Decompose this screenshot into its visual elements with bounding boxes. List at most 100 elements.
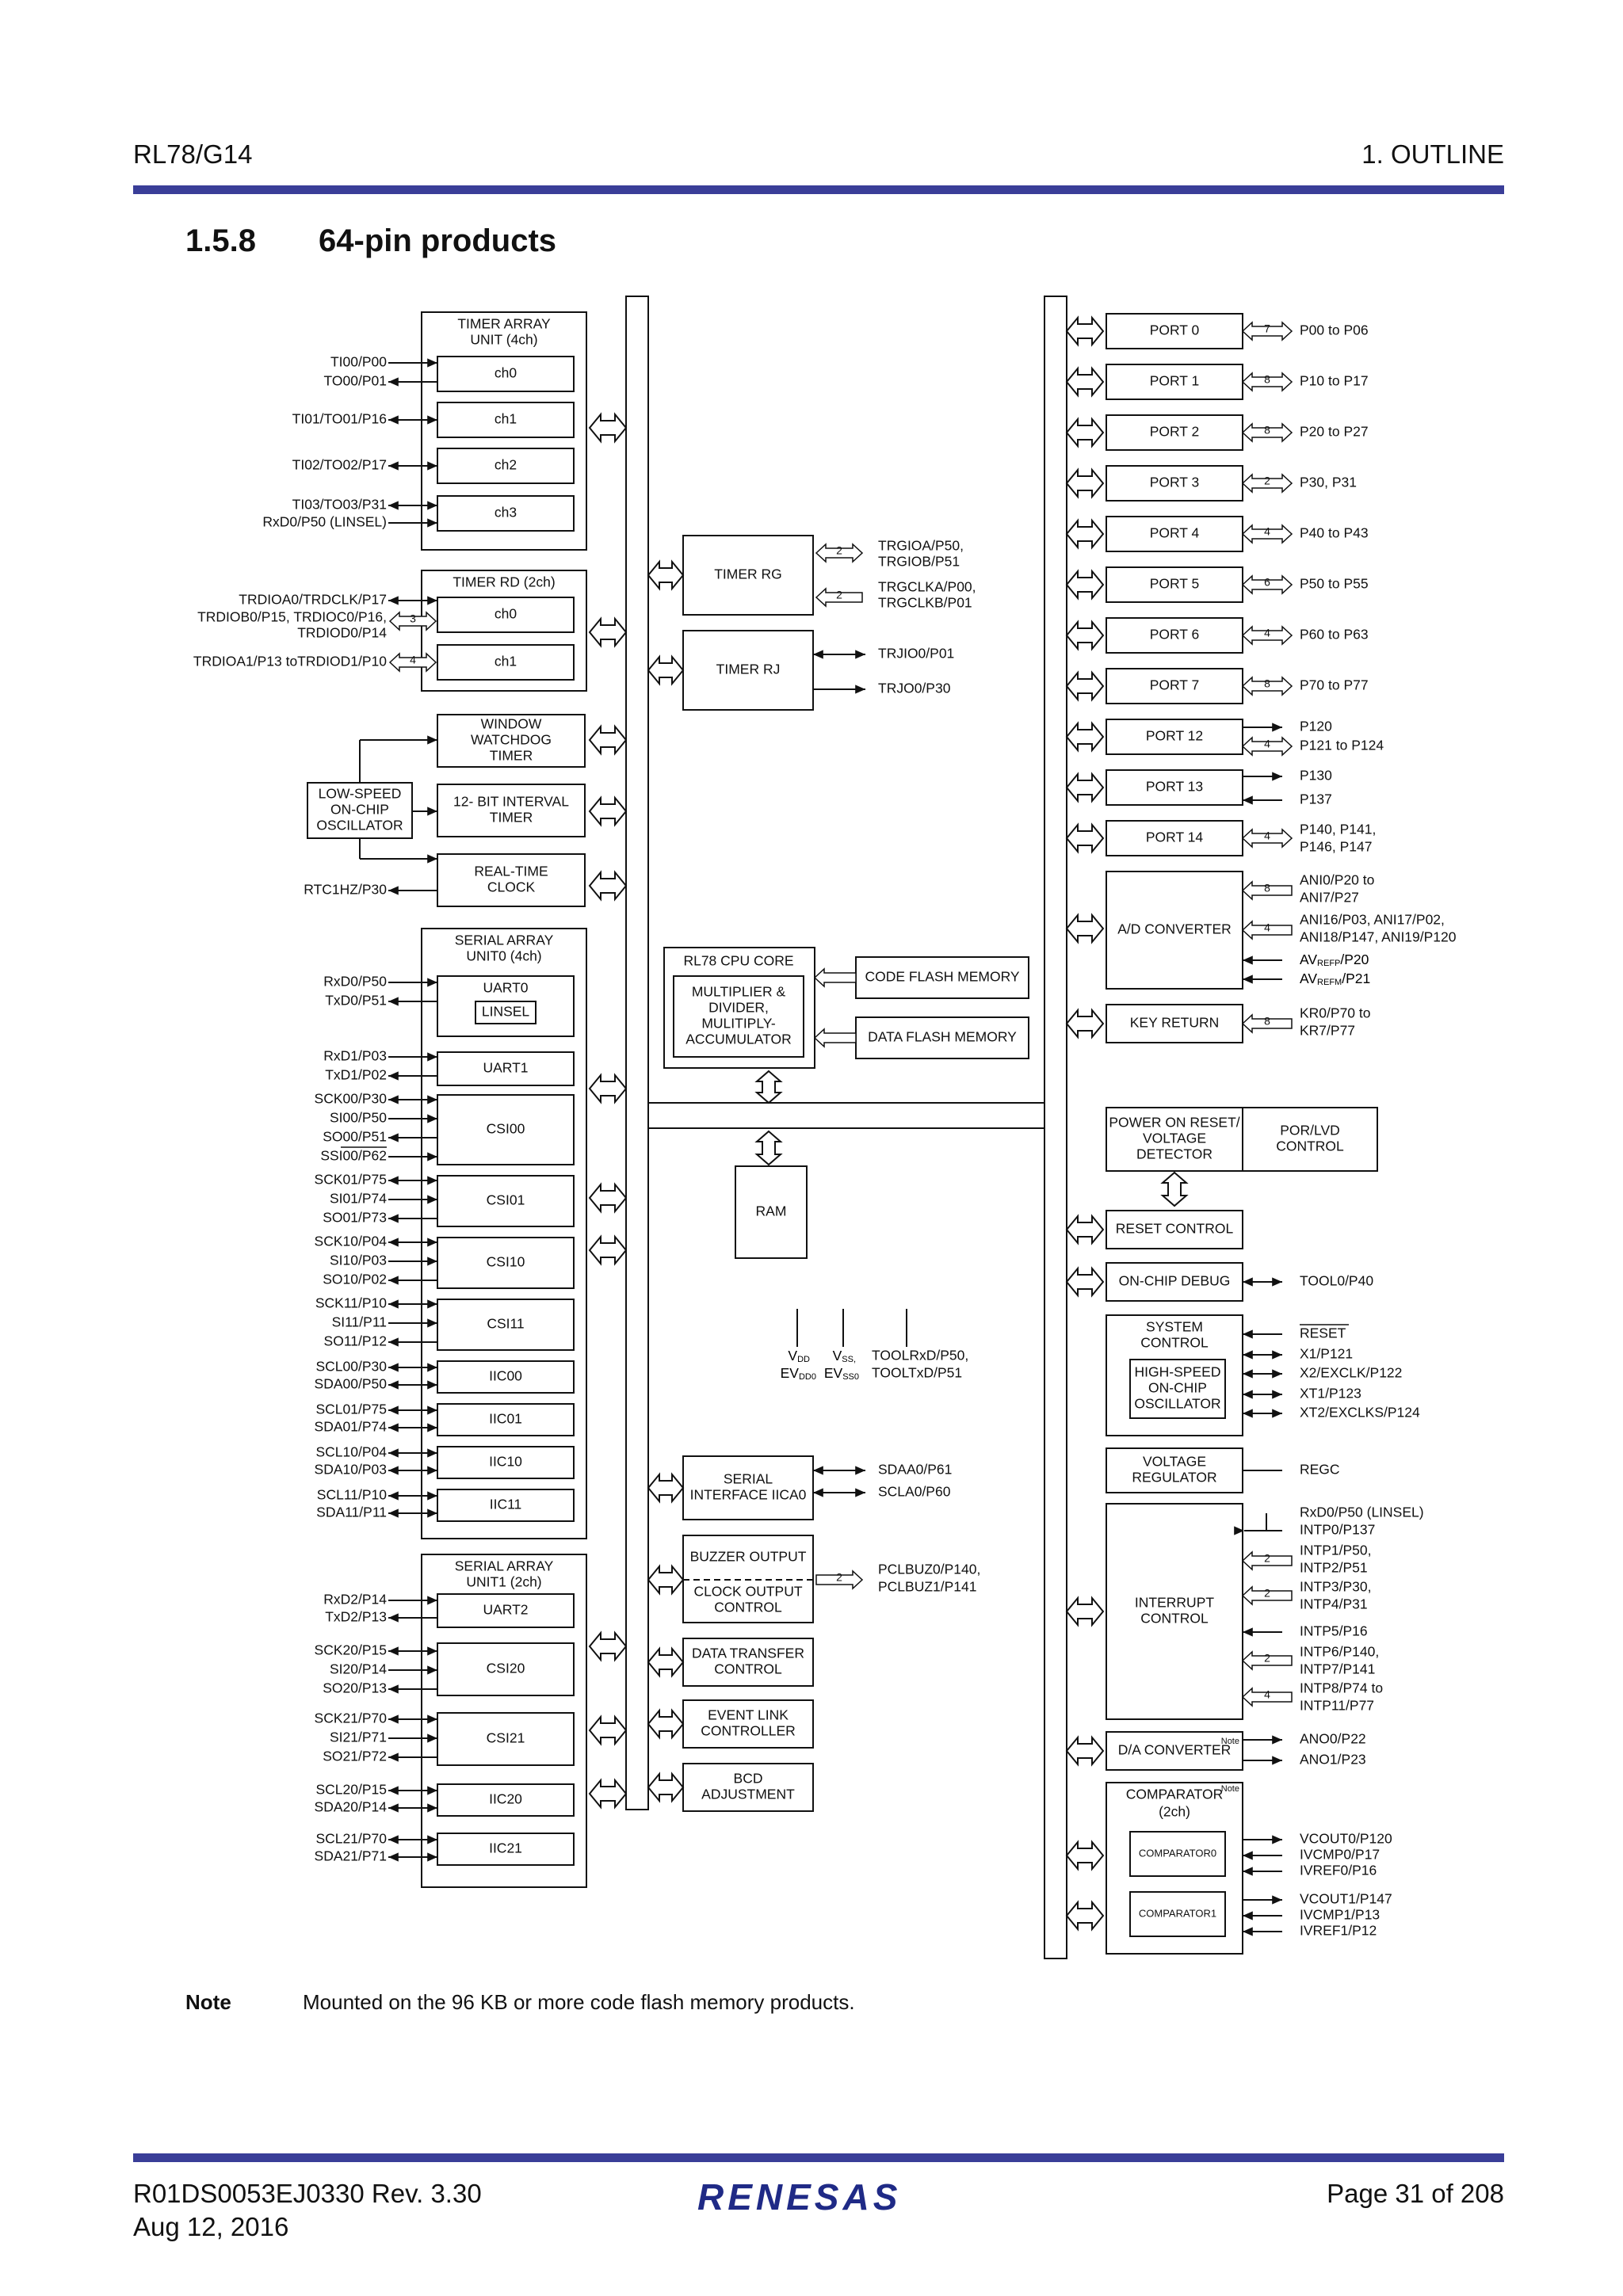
- power-pin: VDD: [788, 1348, 810, 1364]
- left-pin-uart2-0: RxD2/P14: [323, 1592, 387, 1608]
- real-time-clock: [437, 853, 586, 907]
- bus-connector: [1065, 772, 1105, 803]
- tau-ch1: [437, 402, 575, 438]
- arrow-head: [1272, 1835, 1282, 1844]
- uart2-label: UART2: [483, 1602, 528, 1618]
- bus-width: 2: [836, 589, 842, 601]
- arrow-head: [388, 1613, 399, 1623]
- reset-control: [1106, 1210, 1243, 1249]
- arrow-head: [388, 1852, 399, 1862]
- iic20: [437, 1783, 575, 1817]
- trd-ch1-label: ch1: [495, 654, 517, 669]
- event-link-controller-label: EVENT LINK: [708, 1707, 789, 1723]
- da-converter-label: D/A CONVERTER: [1118, 1742, 1232, 1758]
- left-pin-iic21-1: SDA21/P71: [315, 1848, 387, 1864]
- arrow-head: [388, 1491, 399, 1501]
- comp1-pin: IVCMP1/P13: [1300, 1907, 1380, 1923]
- port0-pins: P00 to P06: [1300, 322, 1369, 338]
- bus-connector: [1065, 1214, 1105, 1245]
- rj-pin: TRJIO0/P01: [878, 646, 954, 662]
- left-pin-csi00-1: SI00/P50: [330, 1110, 387, 1126]
- watchdog-timer-label: TIMER: [490, 748, 533, 764]
- iic20-label: IIC20: [489, 1791, 522, 1807]
- buzzer-label: BUZZER OUTPUT: [690, 1549, 807, 1565]
- left-pin-uart1-0: RxD1/P03: [323, 1048, 387, 1064]
- port12-pins: P120: [1300, 719, 1332, 734]
- bus-connector: [1065, 822, 1105, 854]
- arrow-head: [1272, 1369, 1282, 1379]
- csi11: [437, 1299, 575, 1351]
- power-pin: VSS,: [833, 1348, 856, 1364]
- bus-arrow: [815, 1569, 864, 1590]
- left-pin-iic20-0: SCL20/P15: [315, 1782, 387, 1798]
- port13-pins: P137: [1300, 791, 1332, 807]
- reset-control-label: RESET CONTROL: [1116, 1221, 1234, 1237]
- rg-pin: TRGIOA/P50,: [878, 538, 964, 554]
- low-speed-oscillator: [307, 782, 413, 839]
- arrow-head: [427, 1052, 437, 1062]
- port6-pins: P60 to P63: [1300, 627, 1369, 643]
- left-pin-trd0-2: TRDIOD0/P14: [297, 625, 387, 641]
- port3-label: PORT 3: [1150, 475, 1200, 490]
- multiplier-divider-label: DIVIDER,: [708, 1000, 769, 1016]
- csi01-label: CSI01: [487, 1192, 525, 1208]
- bus-width: 8: [1264, 677, 1270, 690]
- arrow-head: [1243, 1329, 1253, 1339]
- iic10-label: IIC10: [489, 1454, 522, 1470]
- arrow-head: [427, 518, 437, 528]
- arrow-head: [1243, 1867, 1253, 1876]
- interrupt-control-label: INTERRUPT: [1135, 1595, 1214, 1611]
- bus-connector: [1160, 1171, 1189, 1207]
- intp-pin: RxD0/P50 (LINSEL): [1300, 1505, 1424, 1520]
- ocd-pin: TOOL0/P40: [1300, 1273, 1373, 1289]
- page-number: Page 31 of 208: [1327, 2179, 1504, 2208]
- bus-connector: [1065, 366, 1105, 398]
- bus-arrow: [1241, 574, 1293, 595]
- port12-label: PORT 12: [1146, 728, 1203, 744]
- arrow-head: [427, 1852, 437, 1862]
- port5: [1106, 566, 1243, 603]
- left-pin-tau1-0: TI01/TO01/P16: [292, 411, 387, 427]
- arrow-head: [388, 501, 399, 510]
- port2: [1106, 414, 1243, 451]
- csi10: [437, 1237, 575, 1289]
- dac-pin: ANO1/P23: [1300, 1752, 1366, 1768]
- arrow-head: [1243, 1911, 1253, 1920]
- rg-pin: TRGCLKA/P00,: [878, 579, 976, 595]
- left-pin-csi01-1: SI01/P74: [330, 1191, 387, 1207]
- sys-pin-3: XT1/P123: [1300, 1386, 1361, 1402]
- arrow-head: [427, 1448, 437, 1458]
- rg-pin: TRGIOB/P51: [878, 554, 960, 570]
- arrow-head: [813, 1466, 823, 1475]
- left-pin-csi00-2: SO00/P51: [323, 1129, 387, 1145]
- bus-width: 2: [1264, 1587, 1270, 1600]
- left-pin-iic11-1: SDA11/P11: [316, 1505, 387, 1520]
- bus-connector: [588, 795, 628, 827]
- voltage-regulator-label: VOLTAGE: [1143, 1454, 1206, 1470]
- arrow-head: [427, 1835, 437, 1844]
- power-on-reset-label: POWER ON RESET/: [1109, 1115, 1239, 1131]
- arrow-head: [427, 1299, 437, 1309]
- document-product-name: RL78/G14: [133, 139, 253, 169]
- renesas-logo: RENESAS: [697, 2176, 902, 2218]
- comp0-pin: VCOUT0/P120: [1300, 1831, 1392, 1847]
- multiplier-divider: [673, 975, 804, 1058]
- port2-pins: P20 to P27: [1300, 424, 1369, 440]
- bus-connector: [1065, 1008, 1105, 1039]
- csi01: [437, 1175, 575, 1227]
- power-pin: EVDD0: [781, 1365, 816, 1382]
- csi10-label: CSI10: [487, 1254, 525, 1270]
- arrow-head: [388, 1238, 399, 1247]
- bus-connector: [588, 1182, 628, 1214]
- port7-pins: P70 to P77: [1300, 677, 1369, 693]
- timer-rg: [682, 535, 814, 616]
- bus-width: 2: [1264, 475, 1270, 487]
- comp1-pin: IVREF1/P12: [1300, 1923, 1377, 1939]
- chapter-title: 1. OUTLINE: [1361, 139, 1504, 169]
- port4-pins: P40 to P43: [1300, 525, 1369, 541]
- arrow-head: [1243, 1390, 1253, 1399]
- sau1-title: UNIT1 (2ch): [466, 1574, 541, 1590]
- port0-label: PORT 0: [1150, 322, 1200, 338]
- bus-arrow: [1241, 880, 1293, 901]
- iica-pin: SCLA0/P60: [878, 1484, 951, 1500]
